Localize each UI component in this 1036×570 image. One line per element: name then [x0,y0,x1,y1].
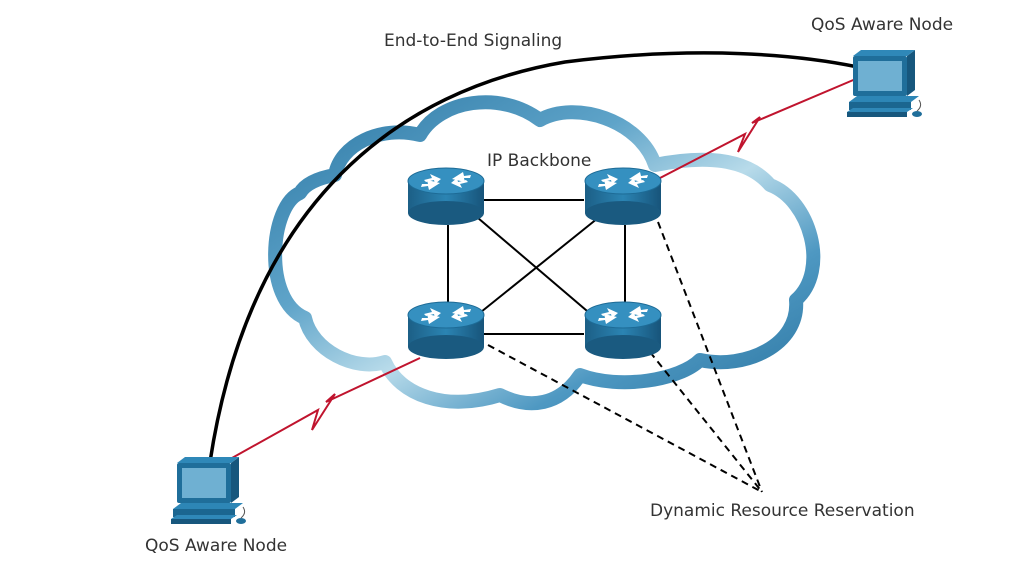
reservation-line-r4 [649,351,763,493]
pc-icon[interactable] [170,456,247,525]
ip-backbone-cloud [268,95,821,411]
serial-link-bottom [231,357,421,459]
router-icon[interactable] [407,167,485,226]
signaling-arc [208,51,859,463]
reservation-label: Dynamic Resource Reservation [650,501,915,521]
pc-icon[interactable] [846,49,923,118]
node-bottom-label: QoS Aware Node [145,536,288,556]
router-icon[interactable] [584,167,662,226]
reservation-lines [487,221,763,493]
signaling-label: End-to-End Signaling [384,31,563,51]
reservation-line-r2 [657,221,763,493]
router-icon[interactable] [407,301,485,360]
reservation-line-r3 [487,344,763,493]
backbone-links [447,199,626,335]
node-top-label: QoS Aware Node [811,15,954,35]
router-icon[interactable] [584,301,662,360]
link-r2-r3 [475,217,599,317]
serial-link-top [659,77,859,179]
link-r1-r4 [477,217,601,323]
backbone-label: IP Backbone [487,151,592,171]
